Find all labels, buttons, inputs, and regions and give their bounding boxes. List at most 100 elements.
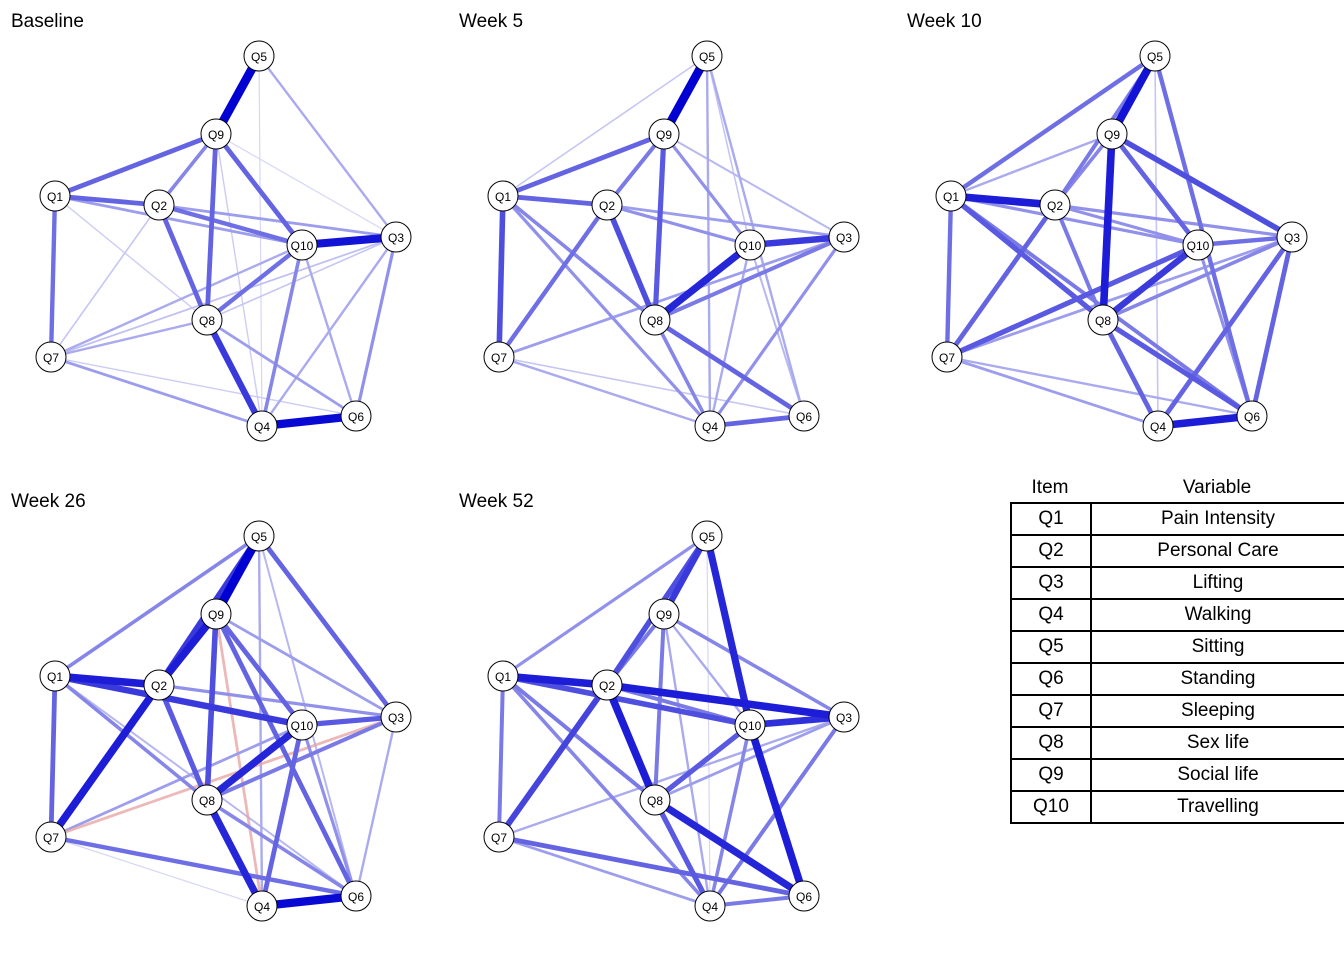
edge-Q8-Q4	[652, 798, 713, 908]
node-circle	[39, 660, 71, 692]
legend-variable: Pain Intensity	[1091, 502, 1344, 536]
edge-Q9-Q10	[214, 132, 304, 247]
edge-Q10-Q6	[746, 723, 808, 898]
edge-Q4-Q6	[709, 894, 805, 908]
legend-variable: Travelling	[1091, 790, 1344, 824]
edge-Q5-Q1	[53, 534, 261, 678]
edge-Q3-Q6	[354, 236, 398, 417]
node-Q9: Q9	[1096, 118, 1128, 150]
node-circle	[1236, 400, 1268, 432]
node-Q8: Q8	[1087, 304, 1119, 336]
node-label: Q5	[699, 530, 715, 544]
node-label: Q6	[796, 410, 812, 424]
node-label: Q8	[647, 314, 663, 328]
node-label: Q7	[43, 831, 59, 845]
node-circle	[828, 221, 860, 253]
node-Q2: Q2	[1039, 189, 1071, 221]
legend-item: Q9	[1010, 758, 1092, 792]
node-label: Q6	[348, 410, 364, 424]
edge-Q1-Q8	[501, 674, 657, 802]
node-circle	[143, 669, 175, 701]
edge-Q1-Q10	[54, 672, 303, 729]
legend-variable: Sitting	[1091, 630, 1344, 664]
node-label: Q6	[1244, 410, 1260, 424]
edge-Q1-Q8	[53, 674, 209, 802]
edge-Q7-Q4	[498, 355, 711, 428]
node-label: Q5	[251, 50, 267, 64]
node-circle	[639, 304, 671, 336]
legend-header-variable: Variable	[1182, 477, 1252, 498]
node-circle	[691, 520, 723, 552]
edge-Q5-Q3	[257, 534, 398, 719]
node-circle	[931, 341, 963, 373]
node-label: Q5	[1147, 50, 1163, 64]
node-Q2: Q2	[591, 669, 623, 701]
edge-Q3-Q7	[498, 235, 845, 359]
node-label: Q8	[647, 794, 663, 808]
edge-Q1-Q7	[48, 675, 58, 838]
edge-Q10-Q3	[301, 714, 397, 728]
node-label: Q10	[1187, 239, 1210, 253]
edge-Q2-Q3	[606, 681, 845, 721]
legend-item: Q4	[1010, 598, 1092, 632]
edge-Q10-Q3	[749, 233, 845, 249]
edge-Q2-Q3	[606, 203, 845, 239]
node-Q10: Q10	[286, 709, 318, 741]
node-Q5: Q5	[691, 40, 723, 72]
node-label: Q8	[1095, 314, 1111, 328]
edge-Q10-Q8	[1101, 242, 1200, 323]
edge-Q1-Q10	[502, 673, 751, 728]
node-label: Q6	[348, 890, 364, 904]
edge-Q10-Q7	[945, 242, 1200, 360]
edge-Q8-Q4	[204, 318, 265, 428]
legend-item: Q1	[1010, 502, 1092, 536]
legend-item: Q7	[1010, 694, 1092, 728]
edge-Q7-Q4	[498, 835, 711, 908]
edge-Q5-Q10	[706, 55, 751, 246]
edge-Q1-Q7	[497, 675, 505, 838]
node-Q1: Q1	[39, 660, 71, 692]
node-label: Q6	[796, 890, 812, 904]
edge-Q3-Q8	[206, 236, 397, 321]
edge-Q5-Q3	[258, 55, 397, 238]
node-label: Q5	[251, 530, 267, 544]
node-Q2: Q2	[591, 189, 623, 221]
edge-Q9-Q1	[950, 132, 1113, 198]
node-label: Q1	[47, 190, 63, 204]
node-label: Q8	[199, 314, 215, 328]
edge-Q8-Q6	[1101, 317, 1254, 419]
edge-Q1-Q8	[54, 195, 208, 321]
edge-Q1-Q2	[502, 672, 608, 689]
node-label: Q10	[291, 719, 314, 733]
node-label: Q1	[495, 670, 511, 684]
node-Q7: Q7	[483, 821, 515, 853]
edge-Q8-Q4	[1100, 318, 1161, 428]
edge-Q9-Q10	[663, 613, 751, 726]
edge-Q3-Q4	[261, 236, 397, 427]
node-label: Q2	[151, 199, 167, 213]
legend-variable: Standing	[1091, 662, 1344, 696]
node-label: Q3	[388, 711, 404, 725]
legend-variable: Walking	[1091, 598, 1344, 632]
node-Q2: Q2	[143, 189, 175, 221]
edge-Q8-Q4	[653, 319, 712, 427]
node-label: Q2	[599, 679, 615, 693]
edge-Q7-Q4	[50, 355, 263, 428]
edge-Q3-Q7	[50, 715, 397, 839]
edge-Q10-Q7	[50, 723, 303, 839]
legend-item: Q5	[1010, 630, 1092, 664]
node-Q5: Q5	[1139, 40, 1171, 72]
node-label: Q9	[208, 608, 224, 622]
edge-Q9-Q3	[663, 612, 845, 719]
edge-Q9-Q6	[213, 612, 359, 898]
edge-Q2-Q8	[1053, 204, 1105, 321]
legend-variable: Sleeping	[1091, 694, 1344, 728]
